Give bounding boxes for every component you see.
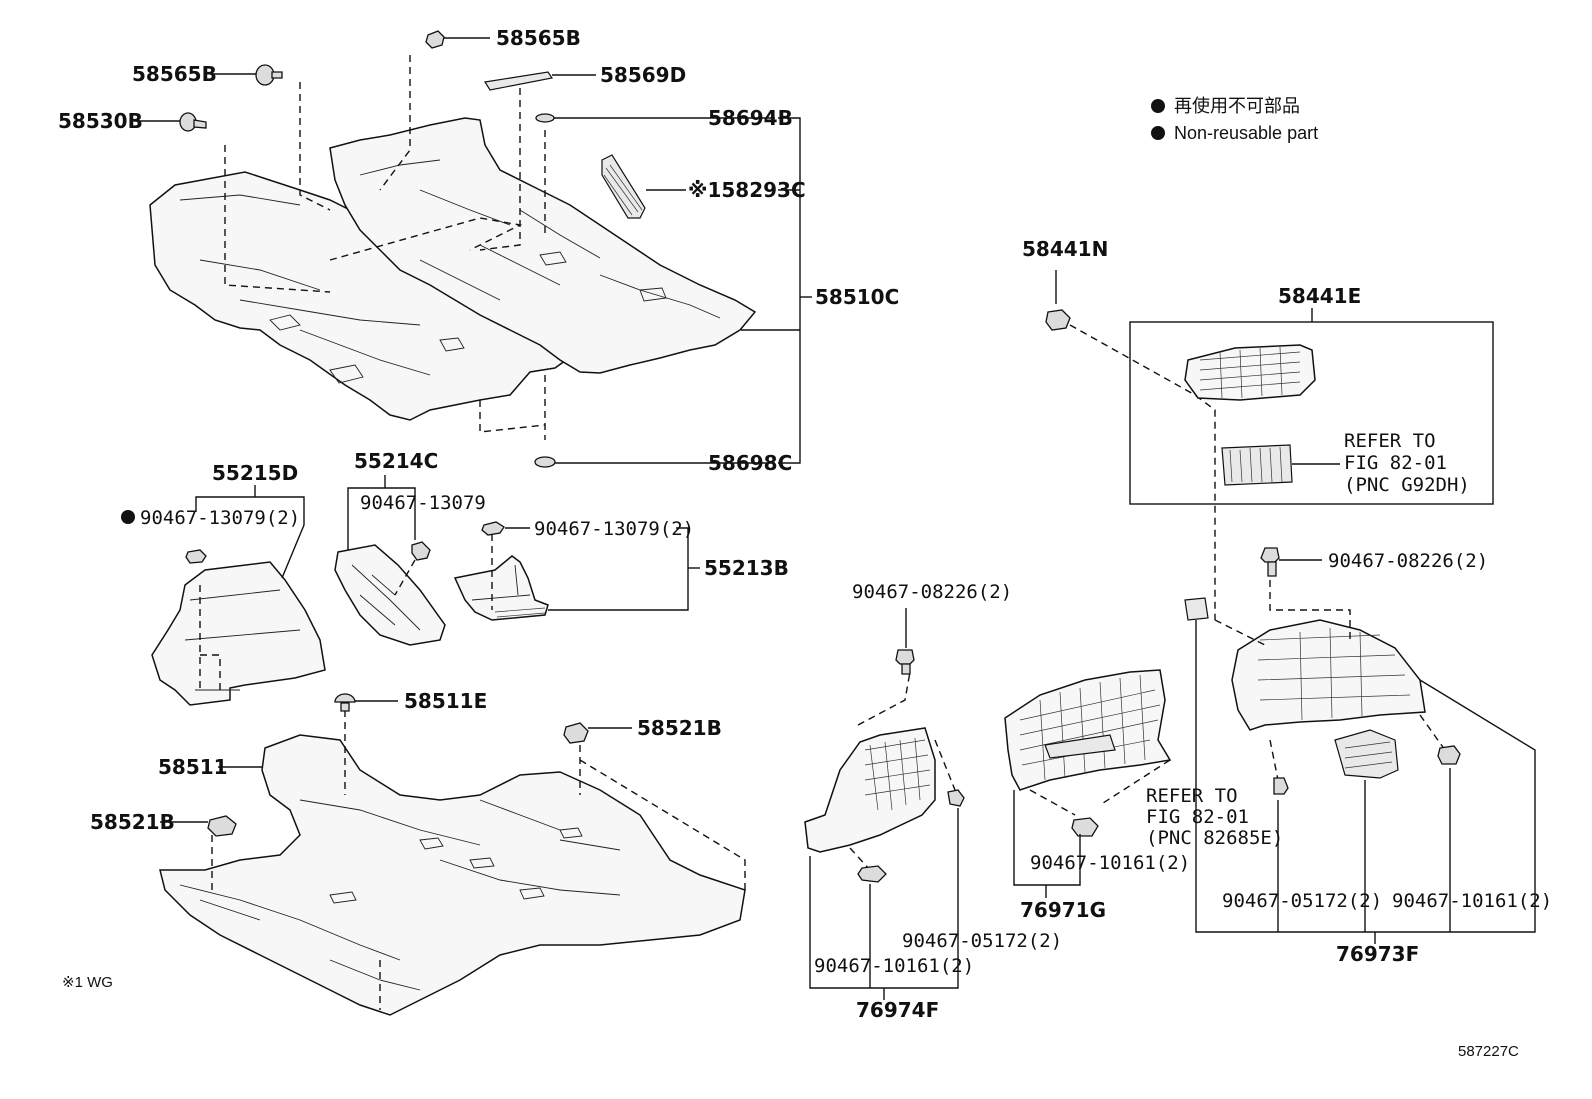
floor-carpet-front-58510C — [149, 55, 757, 440]
refer1-line1: REFER TO — [1344, 430, 1436, 452]
callout-58530B: 58530B — [58, 109, 143, 133]
clip-58511E-icon — [334, 693, 398, 712]
callout-90467-08226-mid: 90467-08226(2) — [852, 581, 1012, 603]
callout-90467-10161-c: 90467-10161(2) — [814, 955, 974, 977]
callout-90467-13079-b: 90467-13079 — [360, 492, 486, 514]
callout-90467-08226-right: 90467-08226(2) — [1328, 550, 1488, 572]
footnote: ※1 WG — [62, 974, 113, 991]
plate-58569D-icon — [484, 71, 596, 91]
callout-76973F: 76973F — [1336, 942, 1419, 966]
refer1-line2: FIG 82-01 — [1344, 452, 1447, 474]
callout-58441N: 58441N — [1022, 237, 1108, 261]
clip-58565B-left-icon — [210, 64, 283, 86]
callout-58565B-left: 58565B — [132, 62, 217, 86]
callout-90467-05172-b: 90467-05172(2) — [902, 930, 1062, 952]
floor-carpet-58511 — [159, 710, 746, 1016]
labels: 58565B 58565B 58569D 58530B 58694B ※1582… — [58, 26, 1552, 1060]
callout-55215D: 55215D — [212, 461, 298, 485]
callout-90467-10161-a: 90467-10161(2) — [1030, 852, 1190, 874]
clip-58521B-right-icon — [563, 722, 632, 744]
box-58441E — [1129, 308, 1494, 505]
clip-58565B-top-icon — [425, 30, 490, 49]
legend-line-1: 再使用不可部品 — [1174, 96, 1300, 116]
silencer-55215D — [151, 485, 326, 706]
callout-58694B: 58694B — [708, 106, 793, 130]
callout-55214C: 55214C — [354, 449, 438, 473]
callout-90467-05172-a: 90467-05172(2) — [1222, 890, 1382, 912]
callout-58569D: 58569D — [600, 63, 686, 87]
callout-90467-13079-c: 90467-13079(2) — [534, 518, 694, 540]
callout-58521B-right: 58521B — [637, 716, 722, 740]
silencer-55214C — [334, 475, 446, 646]
refer2-line2: FIG 82-01 — [1146, 806, 1249, 828]
bracket-58510C — [741, 117, 812, 464]
callout-58521B-left: 58521B — [90, 810, 175, 834]
callout-58441E: 58441E — [1278, 284, 1361, 308]
grommet-58694B-icon — [535, 113, 775, 123]
callout-76974F: 76974F — [856, 998, 939, 1022]
callout-58510C: 58510C — [815, 285, 899, 309]
refer1-line3: (PNC G92DH) — [1344, 474, 1470, 496]
callout-55213B: 55213B — [704, 556, 789, 580]
trim-76971G — [1004, 669, 1172, 898]
legend-line-2: Non-reusable part — [1174, 123, 1318, 143]
callout-58293C: ※158293C — [688, 178, 806, 202]
callout-58698C: 58698C — [708, 451, 792, 475]
refer2-line3: (PNC 82685E) — [1146, 827, 1283, 849]
callout-90467-13079-a: 90467-13079(2) — [140, 507, 300, 529]
clip-58530B-icon — [134, 112, 207, 132]
callout-58511E: 58511E — [404, 689, 487, 713]
refer2-line1: REFER TO — [1146, 785, 1238, 807]
legend-dots — [1151, 99, 1165, 140]
grommet-58698C-icon — [534, 456, 775, 468]
mat-58293C-icon — [601, 154, 686, 219]
figure-id: 587227C — [1458, 1043, 1519, 1060]
callout-90467-10161-b: 90467-10161(2) — [1392, 890, 1552, 912]
callout-76971G: 76971G — [1020, 898, 1106, 922]
callout-58565B-top: 58565B — [496, 26, 581, 50]
non-reusable-dot-icon — [121, 510, 135, 524]
trim-76974F — [804, 608, 965, 1000]
silencer-55213B — [453, 521, 700, 621]
clip-58441N-icon — [1045, 270, 1216, 620]
clip-58521B-left-icon — [160, 815, 237, 837]
callout-58511: 58511 — [158, 755, 228, 779]
trim-76973F — [1184, 547, 1536, 944]
